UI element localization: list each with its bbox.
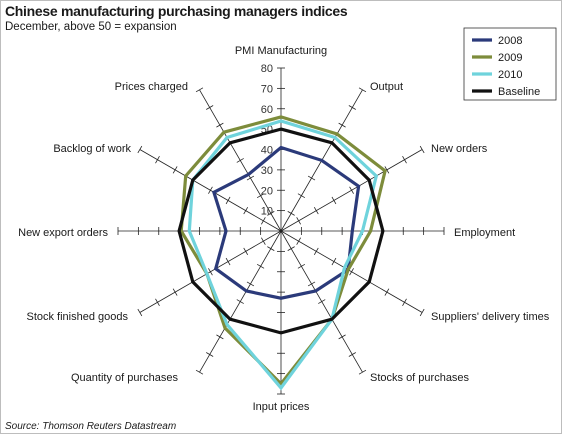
axis-tick bbox=[195, 87, 204, 93]
axis-tick bbox=[155, 298, 160, 306]
axis-tick bbox=[349, 186, 354, 194]
axis-label: Prices charged bbox=[115, 81, 188, 93]
series-line-2009 bbox=[179, 115, 387, 387]
radial-tick-label: 40 bbox=[261, 145, 273, 157]
legend-label: Baseline bbox=[498, 86, 540, 98]
axis-tick bbox=[236, 158, 244, 163]
axis-tick bbox=[208, 186, 213, 194]
axis-tick bbox=[137, 145, 143, 154]
axis-label: Employment bbox=[454, 227, 515, 239]
chart-title: Chinese manufacturing purchasing manager… bbox=[5, 3, 348, 19]
axis-tick bbox=[313, 206, 319, 215]
axis-tick bbox=[243, 206, 249, 215]
axis-tick bbox=[225, 196, 231, 205]
axis-tick bbox=[208, 268, 213, 276]
axis-tick bbox=[296, 237, 301, 245]
axis-tick bbox=[358, 369, 367, 375]
axis-tick bbox=[297, 263, 306, 269]
axis-tick bbox=[261, 217, 266, 225]
axis-tick bbox=[246, 175, 255, 181]
axis-tick bbox=[243, 247, 249, 256]
series-line-2008 bbox=[211, 145, 361, 300]
axis-tick bbox=[402, 298, 407, 306]
axis-tick bbox=[206, 352, 214, 357]
axis-tick bbox=[267, 211, 275, 216]
radial-tick-label: 10 bbox=[261, 206, 273, 218]
axis-tick bbox=[419, 145, 425, 154]
axis-tick bbox=[172, 166, 178, 174]
axis-tick bbox=[267, 246, 275, 251]
axis-tick bbox=[318, 299, 326, 304]
axis-tick bbox=[172, 288, 178, 296]
axis-tick bbox=[256, 193, 265, 199]
axis-tick bbox=[348, 352, 356, 357]
radial-tick-label: 60 bbox=[261, 104, 273, 116]
axis-label: Suppliers' delivery times bbox=[431, 311, 550, 323]
axis-tick bbox=[137, 308, 143, 317]
axis-tick bbox=[338, 122, 346, 128]
series-line-baseline bbox=[177, 127, 385, 335]
radial-tick-label: 30 bbox=[261, 165, 273, 177]
axis-tick bbox=[225, 257, 231, 266]
axis-tick bbox=[349, 268, 354, 276]
source-note: Source: Thomson Reuters Datastream bbox=[5, 421, 177, 432]
axis-tick bbox=[313, 247, 319, 256]
axis-label: Output bbox=[370, 81, 403, 93]
chart-subtitle: December, above 50 = expansion bbox=[5, 21, 177, 33]
axis-label: Quantity of purchases bbox=[71, 372, 179, 384]
axis-tick bbox=[348, 105, 356, 110]
axis-tick bbox=[384, 166, 390, 174]
axis-tick bbox=[236, 299, 244, 304]
axis-tick bbox=[256, 263, 265, 269]
legend-label: 2010 bbox=[498, 69, 522, 81]
radial-tick-label: 20 bbox=[261, 185, 273, 197]
axis-label: New export orders bbox=[18, 227, 108, 239]
axis-label: PMI Manufacturing bbox=[235, 45, 327, 57]
axis-tick bbox=[246, 281, 255, 287]
axis-label: Stock finished goods bbox=[26, 311, 128, 323]
axis-tick bbox=[155, 156, 160, 164]
radial-tick-label: 80 bbox=[261, 63, 273, 75]
axis-tick bbox=[216, 122, 224, 128]
axis-tick bbox=[307, 175, 316, 181]
axis-label: Stocks of purchases bbox=[370, 372, 470, 384]
axis-tick bbox=[338, 334, 346, 340]
axis-tick bbox=[296, 217, 301, 225]
axis-tick bbox=[195, 369, 204, 375]
axis-tick bbox=[419, 308, 425, 317]
axis-tick bbox=[297, 193, 306, 199]
axis-tick bbox=[206, 105, 214, 110]
axis-tick bbox=[287, 246, 295, 251]
axis-tick bbox=[331, 257, 337, 266]
legend-label: 2009 bbox=[498, 52, 522, 64]
radial-tick-label: 70 bbox=[261, 83, 273, 95]
axis-tick bbox=[287, 211, 295, 216]
axis-tick bbox=[307, 281, 316, 287]
axis-tick bbox=[384, 288, 390, 296]
axis-tick bbox=[216, 334, 224, 340]
axis-tick bbox=[358, 87, 367, 93]
axis-tick bbox=[331, 196, 337, 205]
legend-label: 2008 bbox=[498, 35, 522, 47]
axis-tick bbox=[261, 237, 266, 245]
axis-label: New orders bbox=[431, 143, 488, 155]
axis-tick bbox=[402, 156, 407, 164]
axis-label: Input prices bbox=[253, 401, 310, 413]
axis-label: Backlog of work bbox=[53, 143, 131, 155]
